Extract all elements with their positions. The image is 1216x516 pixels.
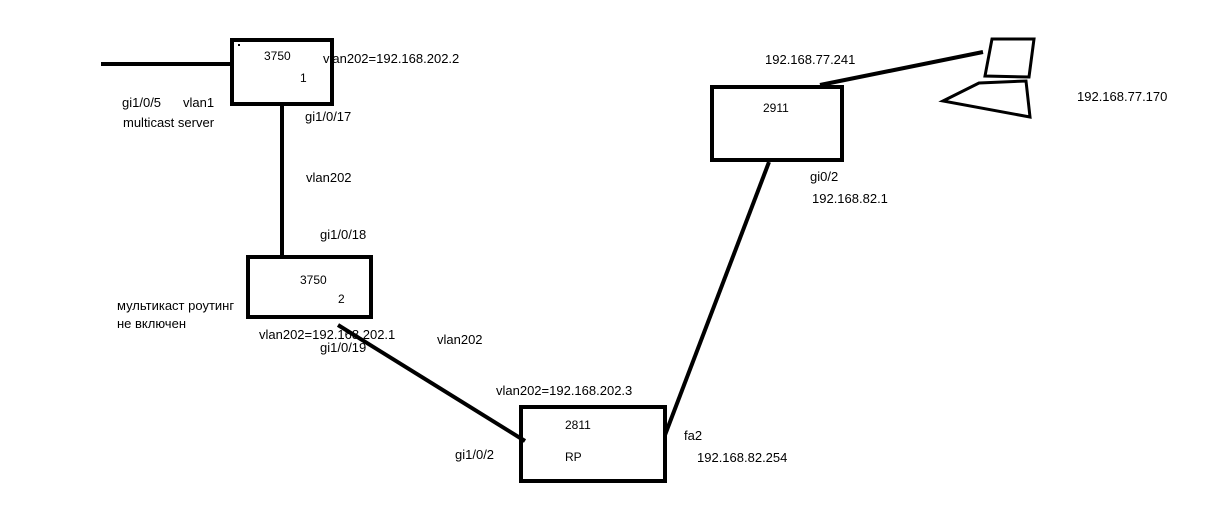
switch2-port-down: gi1/0/19 [320, 340, 367, 355]
switch1-port-down: gi1/0/17 [305, 109, 352, 124]
multicast-server-label: multicast server [123, 115, 215, 130]
switch2-port-up: gi1/0/18 [320, 227, 367, 242]
router-2911-box [710, 85, 844, 162]
router-2911-ip-down: 192.168.82.1 [812, 191, 888, 206]
switch1-box [230, 38, 334, 106]
switch2-note-line2: не включен [117, 316, 186, 331]
laptop-ip: 192.168.77.170 [1077, 89, 1168, 104]
router-rp-model: 2811 [565, 418, 591, 432]
link-1-2-vlan: vlan202 [306, 170, 352, 185]
router-rp-port-left: gi1/0/2 [455, 447, 495, 462]
link-router-rp-router-2911 [663, 161, 771, 436]
link-switch2-router-rp [336, 323, 527, 443]
router-2911-port-down: gi0/2 [810, 169, 839, 184]
switch1-port-left: gi1/0/5 [122, 95, 162, 110]
router-rp-role: RP [565, 450, 582, 464]
switch2-note-line1: мультикаст роутинг [117, 298, 235, 313]
router-rp-vlan-ip: vlan202=192.168.202.3 [496, 383, 633, 398]
router-rp-ip-right: 192.168.82.254 [697, 450, 788, 465]
router-rp-box [519, 405, 667, 483]
switch1-vlan-left: vlan1 [183, 95, 215, 110]
switch2-box [246, 255, 373, 319]
switch2-vlan-ip: vlan202=192.168.202.1 [259, 327, 396, 342]
router-2911-model: 2911 [763, 101, 789, 115]
link-2-rp-vlan: vlan202 [437, 332, 483, 347]
link-router-2911-laptop [819, 50, 984, 87]
laptop-icon [938, 37, 1036, 119]
switch2-number: 2 [338, 292, 345, 306]
dot-mark [238, 44, 240, 46]
switch1-number: 1 [300, 71, 307, 85]
switch1-model: 3750 [264, 49, 291, 63]
router-rp-port-right: fa2 [684, 428, 703, 443]
router-2911-ip-top: 192.168.77.241 [765, 52, 856, 67]
switch2-model: 3750 [300, 273, 327, 287]
switch1-vlan-ip: vlan202=192.168.202.2 [323, 51, 460, 66]
